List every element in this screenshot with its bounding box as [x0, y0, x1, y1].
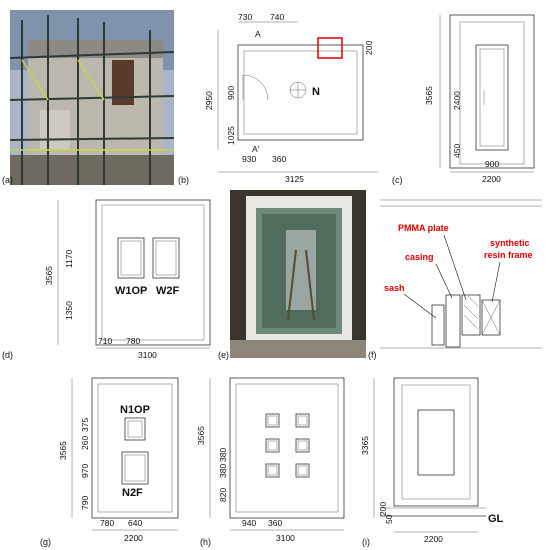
- panel-d-window-wall: W1OP W2F 3565 1170 1350 710 780 3100 (d): [2, 199, 211, 360]
- panel-d-label: (d): [2, 350, 13, 360]
- panel-c-label: (c): [392, 175, 403, 185]
- panel-f-section-detail: PMMA plate casing synthetic resin frame …: [368, 199, 542, 360]
- d-dim-710: 710: [98, 336, 112, 346]
- h-dim-380b: 380: [218, 464, 228, 478]
- g-dim-3565: 3565: [58, 441, 68, 460]
- d-dim-3565: 3565: [44, 266, 54, 285]
- tag-n1op: N1OP: [120, 404, 150, 416]
- g-dim-780: 780: [100, 518, 114, 528]
- b-dim-730: 730: [238, 12, 252, 22]
- c-dim-450: 450: [452, 144, 462, 158]
- panel-b-label: (b): [178, 175, 189, 185]
- d-dim-1350: 1350: [64, 301, 74, 320]
- c-dim-2400: 2400: [452, 91, 462, 110]
- panel-h-six-windows: 3565 380 380 820 940 360 3100 (h): [196, 377, 345, 547]
- h-dim-820: 820: [218, 488, 228, 502]
- i-dim-50: 50: [384, 514, 394, 524]
- callout-pmma: PMMA plate: [398, 223, 449, 233]
- panel-h-label: (h): [200, 537, 211, 547]
- d-dim-780: 780: [126, 336, 140, 346]
- g-dim-640: 640: [128, 518, 142, 528]
- panel-i-ground-elevation: GL 3365 200 50 2200 (i): [360, 377, 504, 547]
- g-dim-260: 260: [80, 436, 90, 450]
- i-dim-2200: 2200: [424, 534, 443, 544]
- h-dim-3565: 3565: [196, 426, 206, 445]
- g-dim-970: 970: [80, 464, 90, 478]
- callout-sash: sash: [384, 283, 405, 293]
- panel-e-label: (e): [218, 350, 229, 360]
- panel-c-door-elevation: 3565 2400 450 900 2200 (c): [392, 14, 535, 185]
- c-dim-3565: 3565: [424, 86, 434, 105]
- section-a-prime: A': [252, 144, 260, 154]
- b-dim-360: 360: [272, 154, 286, 164]
- c-dim-2200: 2200: [482, 174, 501, 184]
- tag-w1op: W1OP: [115, 285, 147, 297]
- c-dim-900: 900: [485, 159, 499, 169]
- callout-synthetic: synthetic: [490, 238, 530, 248]
- tag-w2f: W2F: [156, 285, 180, 297]
- ground-line: GL: [488, 513, 504, 525]
- h-dim-360: 360: [268, 518, 282, 528]
- north-marker: N: [312, 86, 320, 98]
- b-dim-930: 930: [242, 154, 256, 164]
- g-dim-2200: 2200: [124, 533, 143, 543]
- panel-f-label: (f): [368, 350, 377, 360]
- callout-resin-frame: resin frame: [484, 250, 533, 260]
- h-dim-380a: 380: [218, 448, 228, 462]
- b-dim-200: 200: [364, 41, 374, 55]
- panel-g-label: (g): [40, 537, 51, 547]
- panel-a-photo: (a): [2, 10, 175, 185]
- highlight-box: [317, 37, 343, 59]
- d-dim-1170: 1170: [64, 249, 74, 268]
- g-dim-375: 375: [80, 418, 90, 432]
- panel-b-floor-plan: N A A' 730 740 2950 900 1025 930 360 200…: [178, 12, 378, 185]
- d-dim-3100: 3100: [138, 350, 157, 360]
- h-dim-940: 940: [242, 518, 256, 528]
- panel-i-label: (i): [362, 537, 370, 547]
- b-dim-1025: 1025: [226, 126, 236, 145]
- g-dim-790: 790: [80, 496, 90, 510]
- b-dim-3125: 3125: [285, 174, 304, 184]
- panel-g-window-wall: N1OP N2F 3565 375 260 970 790 780 640 22…: [40, 377, 179, 547]
- b-dim-740: 740: [270, 12, 284, 22]
- panel-e-photo: (e): [218, 190, 366, 360]
- tag-n2f: N2F: [122, 487, 143, 499]
- callout-casing: casing: [405, 252, 434, 262]
- panel-a-label: (a): [2, 175, 13, 185]
- h-dim-3100: 3100: [276, 533, 295, 543]
- b-dim-900: 900: [226, 86, 236, 100]
- i-dim-200: 200: [378, 502, 388, 516]
- section-a: A: [255, 29, 261, 39]
- b-dim-2950: 2950: [204, 91, 214, 110]
- i-dim-3365: 3365: [360, 436, 370, 455]
